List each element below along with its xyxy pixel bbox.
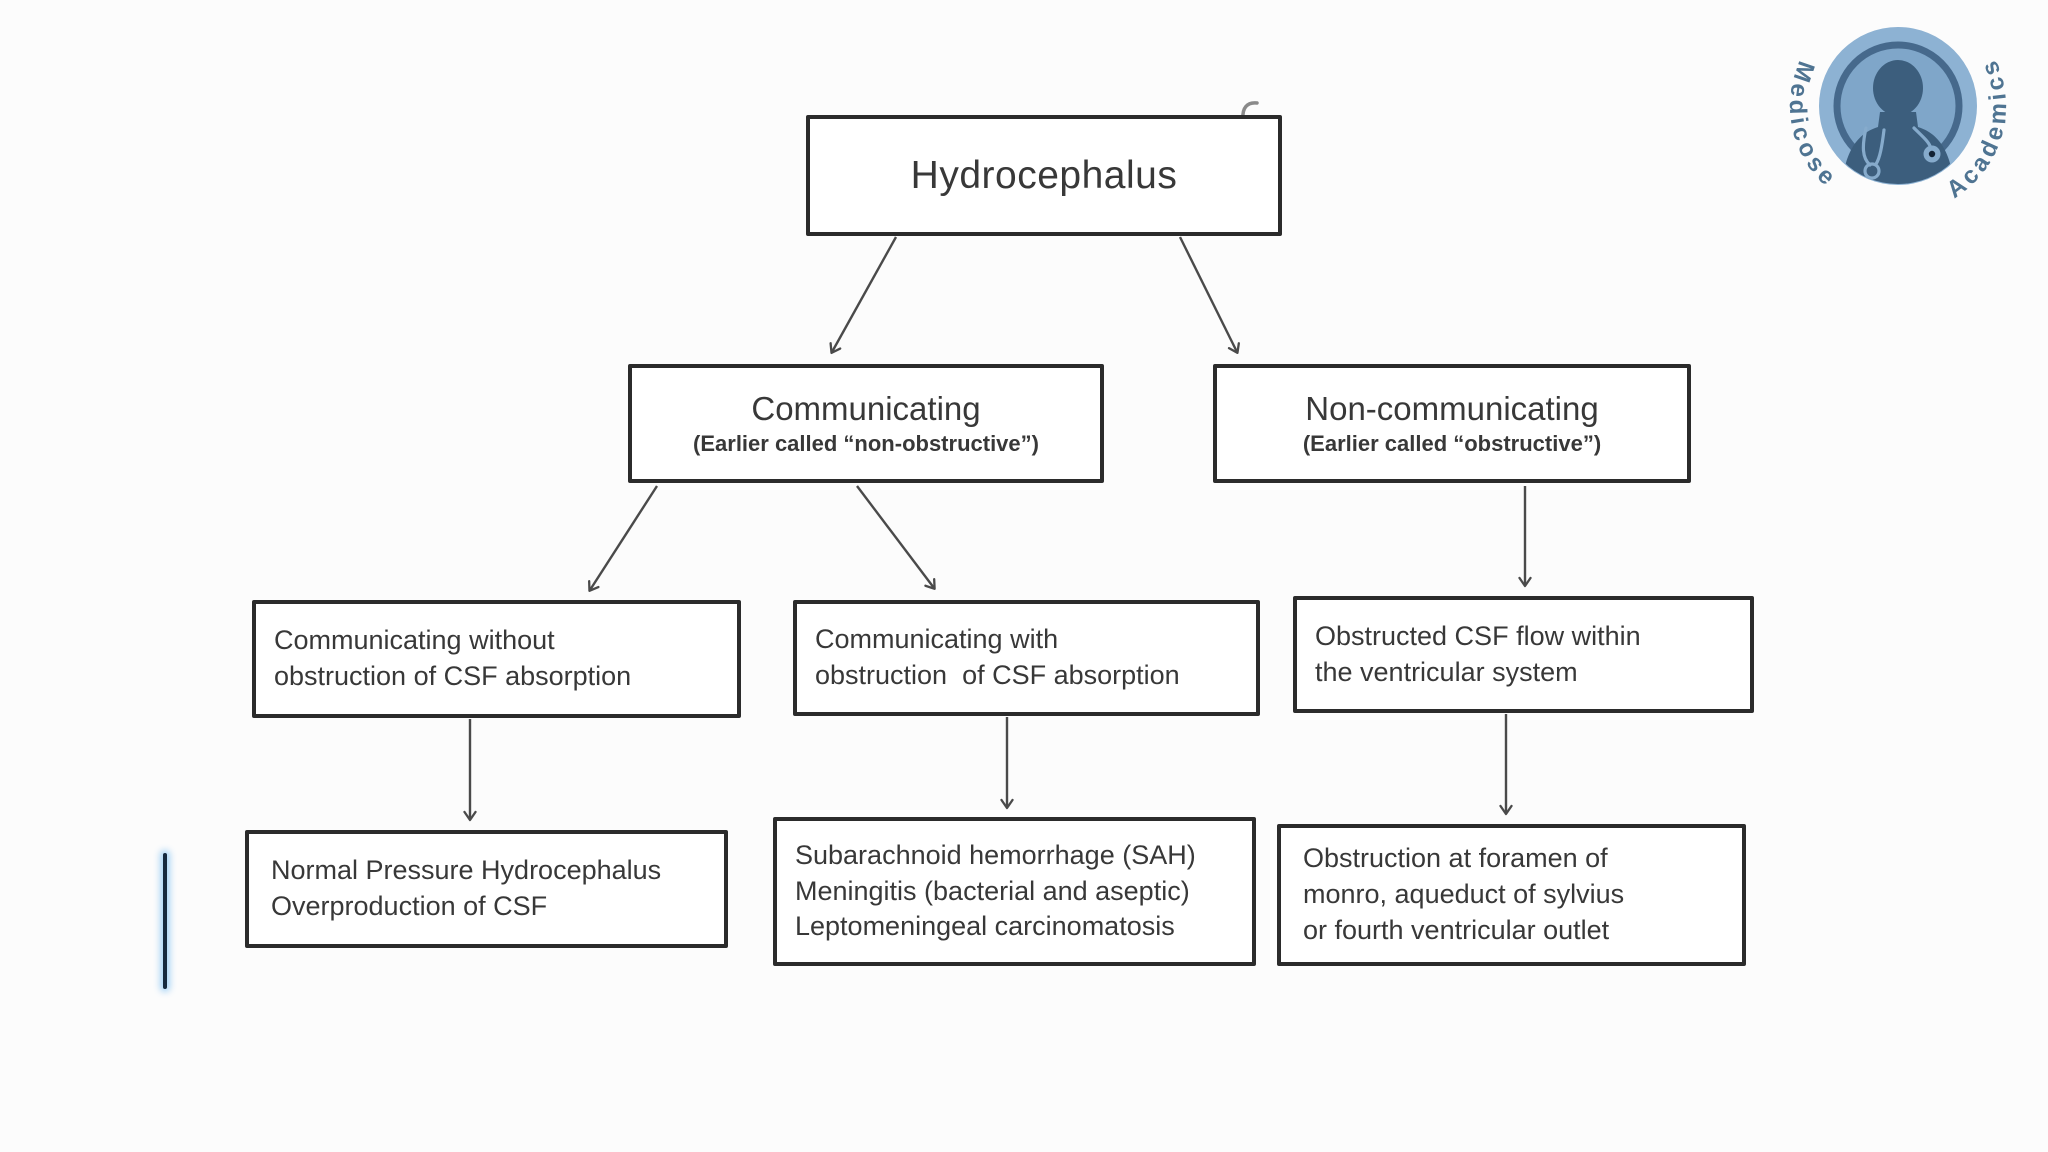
node-text-line: Overproduction of CSF (271, 891, 548, 921)
node-text-line: obstruction of CSF absorption (815, 660, 1180, 690)
arrow-communicating-to-without (588, 485, 659, 592)
node-text-line: Obstruction at foramen of (1303, 843, 1608, 874)
arrow-root-to-noncommunicating (1178, 236, 1240, 355)
node-text-line: or fourth ventricular outlet (1303, 914, 1610, 945)
node-normal-pressure-hydrocephalus: Normal Pressure Hydrocephalus Overproduc… (245, 830, 728, 948)
node-obstruction-foramen-monro: Obstruction at foramen of monro, aqueduc… (1277, 824, 1746, 966)
stethoscope-chestpiece-dot (1928, 150, 1936, 158)
node-text-line: Obstructed CSF flow within (1315, 620, 1641, 651)
node-text-line: monro, aqueduct of sylvius (1303, 879, 1625, 910)
arrow-root-to-communicating (829, 236, 898, 355)
node-text-line: Normal Pressure Hydrocephalus (271, 855, 662, 886)
node-label: Hydrocephalus (910, 153, 1178, 197)
node-text-line: Communicating without (274, 625, 555, 656)
node-text-line: Meningitis (bacterial and aseptic) (795, 875, 1190, 906)
node-text-line: Leptomeningeal carcinomatosis (795, 911, 1175, 942)
node-communicating-with-obstruction: Communicating with obstruction of CSF ab… (793, 600, 1260, 716)
node-text-line: Communicating with (815, 624, 1059, 655)
node-non-communicating: Non-communicating (Earlier called “obstr… (1213, 364, 1691, 483)
node-subtitle: (Earlier called “obstructive”) (1302, 431, 1602, 457)
node-text-line: obstruction of CSF absorption (274, 661, 632, 691)
medicose-academics-logo: Medicose Academics (1784, 27, 2009, 204)
node-subtitle: (Earlier called “non-obstructive”) (693, 431, 1039, 457)
node-text-line: Subarachnoid hemorrhage (SAH) (795, 839, 1196, 870)
node-title: Communicating (751, 389, 981, 427)
node-title: Non-communicating (1305, 389, 1599, 427)
text-cursor-annotation (163, 853, 167, 989)
node-hydrocephalus: Hydrocephalus (806, 115, 1282, 236)
node-communicating: Communicating (Earlier called “non-obstr… (628, 364, 1104, 483)
node-obstructed-csf-flow: Obstructed CSF flow within the ventricul… (1293, 596, 1754, 713)
arrow-communicating-to-with (856, 485, 936, 590)
doctor-silhouette-icon (1842, 60, 1954, 184)
node-communicating-without-obstruction: Communicating without obstruction of CSF… (252, 600, 741, 718)
node-text-line: the ventricular system (1315, 656, 1578, 687)
node-sah-meningitis-carcinomatosis: Subarachnoid hemorrhage (SAH) Meningitis… (773, 817, 1256, 966)
stethoscope-icon (1861, 126, 1932, 180)
